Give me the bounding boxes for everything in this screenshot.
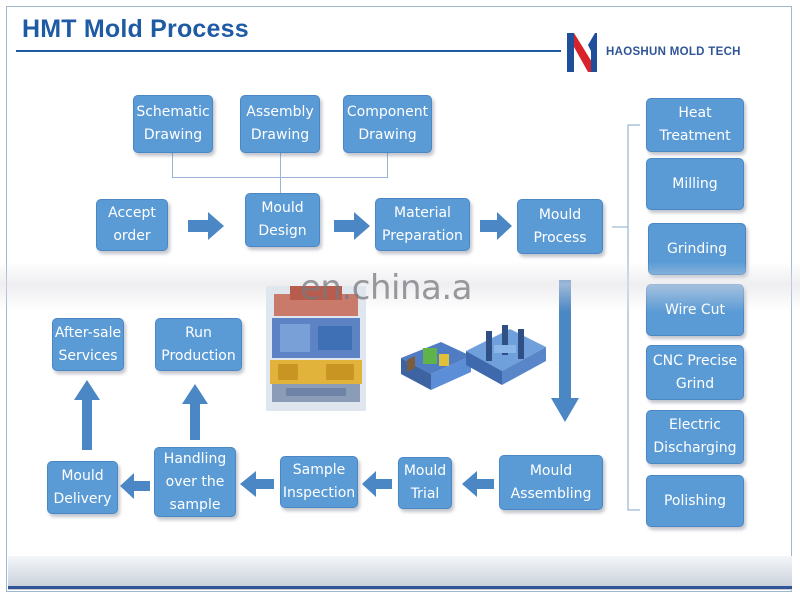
connector-component: [387, 152, 388, 177]
page-title: HMT Mold Process: [22, 15, 249, 43]
component-drawing-box: Component Drawing: [343, 95, 432, 153]
process-brace: [612, 124, 640, 511]
arrow-down-icon: [551, 280, 579, 422]
milling-box: Milling: [646, 158, 744, 210]
arrow-up-icon: [182, 384, 208, 440]
connector-drawings-bar: [172, 177, 388, 178]
mould-design-box: Mould Design: [245, 193, 320, 247]
mould-delivery-box: Mould Delivery: [47, 461, 118, 514]
sample-inspection-box: Sample Inspection: [280, 456, 358, 508]
connector-assembly: [280, 152, 281, 193]
after-sale-services-box: After-sale Services: [52, 318, 124, 371]
arrow-left-icon: [240, 471, 274, 497]
mold-illustration-icon: [266, 286, 546, 411]
heat-treatment-box: Heat Treatment: [646, 98, 744, 152]
title-underline: [16, 50, 561, 52]
arrow-right-icon: [334, 212, 370, 240]
mould-process-box: Mould Process: [517, 199, 603, 254]
arrow-right-icon: [188, 212, 224, 240]
footer-line: [8, 586, 792, 589]
schematic-drawing-box: Schematic Drawing: [133, 95, 213, 153]
material-preparation-box: Material Preparation: [375, 198, 470, 251]
brand-name: HAOSHUN MOLD TECH: [606, 46, 741, 58]
assembly-drawing-box: Assembly Drawing: [240, 95, 320, 153]
electric-discharging-box: Electric Discharging: [646, 410, 744, 464]
arrow-left-icon: [362, 471, 392, 497]
arrow-left-icon: [462, 471, 494, 497]
watermark-band: [0, 262, 800, 312]
mould-assembling-box: Mould Assembling: [499, 455, 603, 510]
watermark-text: en.china.a: [300, 268, 473, 308]
mould-trial-box: Mould Trial: [398, 457, 452, 509]
arrow-up-icon: [74, 380, 100, 450]
connector-schematic: [172, 152, 173, 177]
footer-band: [8, 556, 792, 590]
haoshun-logo-icon: [564, 27, 600, 75]
accept-order-box: Accept order: [96, 199, 168, 251]
polishing-box: Polishing: [646, 475, 744, 527]
cnc-precise-grind-box: CNC Precise Grind: [646, 345, 744, 400]
run-production-box: Run Production: [155, 318, 242, 371]
handling-over-sample-box: Handling over the sample: [154, 447, 236, 517]
arrow-right-icon: [480, 212, 512, 240]
arrow-left-icon: [120, 473, 150, 499]
